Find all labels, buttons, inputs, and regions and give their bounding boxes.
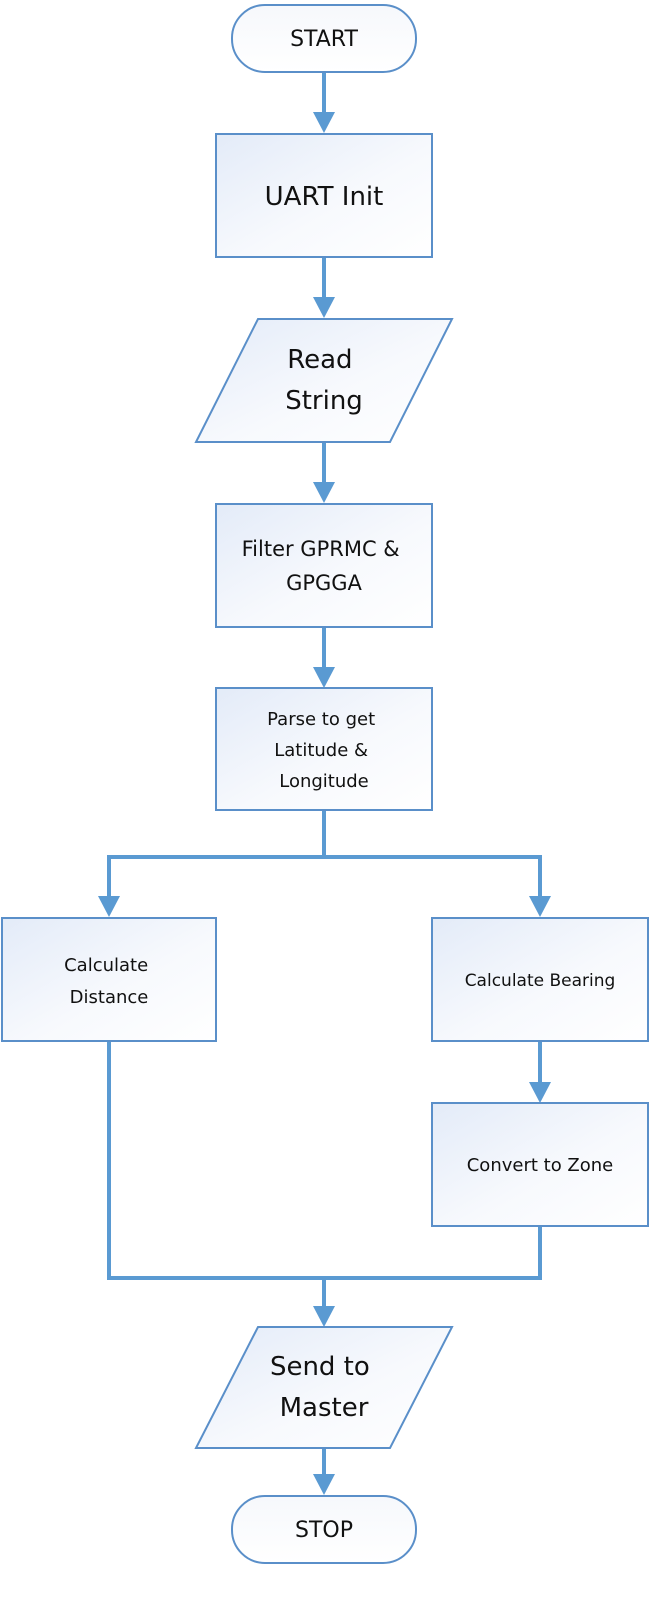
node-read-string: Read String <box>194 318 454 443</box>
connectors <box>98 72 551 1495</box>
node-parse: Parse to get Latitude & Longitude <box>215 687 433 811</box>
node-uart-init-label: UART Init <box>265 182 384 212</box>
edge-bearing-to-zone <box>529 1041 551 1103</box>
edge-send-master-to-stop <box>313 1448 335 1495</box>
edge-merge-to-send-master <box>107 1041 542 1327</box>
edge-parse-split <box>98 810 551 917</box>
edge-uart-init-to-read-string <box>313 257 335 318</box>
node-start-label: START <box>290 27 358 52</box>
node-start: START <box>231 4 417 73</box>
edge-read-string-to-filter <box>313 442 335 503</box>
node-calculate-bearing-label: Calculate Bearing <box>465 971 616 991</box>
node-convert-to-zone: Convert to Zone <box>431 1102 649 1227</box>
edge-filter-to-parse <box>313 627 335 688</box>
node-calculate-bearing: Calculate Bearing <box>431 917 649 1042</box>
node-stop-label: STOP <box>295 1518 353 1543</box>
node-parse-label: Parse to get Latitude & Longitude <box>267 709 381 792</box>
node-stop: STOP <box>231 1495 417 1564</box>
node-send-to-master: Send to Master <box>194 1326 454 1449</box>
node-filter: Filter GPRMC & GPGGA <box>215 503 433 628</box>
node-calculate-distance-label: Calculate Distance <box>64 955 154 1008</box>
edge-start-to-uart-init <box>313 72 335 133</box>
node-filter-label: Filter GPRMC & GPGGA <box>242 537 407 595</box>
node-convert-to-zone-label: Convert to Zone <box>467 1155 614 1176</box>
node-send-to-master-label: Send to Master <box>270 1352 378 1423</box>
node-calculate-distance: Calculate Distance <box>1 917 217 1042</box>
node-uart-init: UART Init <box>215 133 433 258</box>
node-read-string-label: Read String <box>285 345 363 416</box>
